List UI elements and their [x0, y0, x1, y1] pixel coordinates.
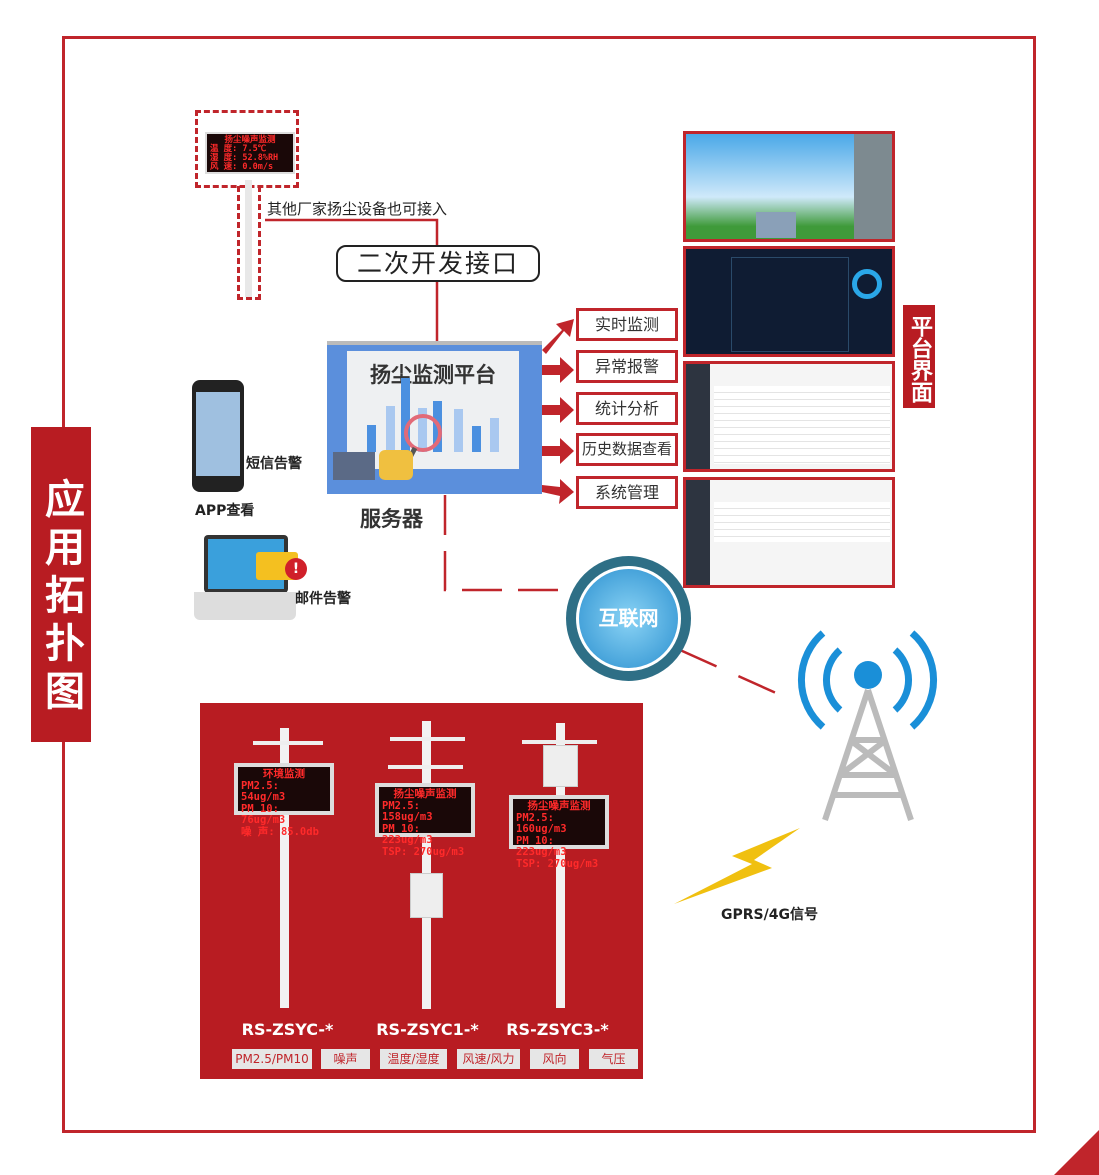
data-table-screenshot	[683, 361, 895, 472]
led-title: 环境监测	[263, 768, 305, 780]
led-display: 扬尘噪声监测 PM2.5: 160ug/m3 PM 10: 223ug/m3 T…	[509, 795, 609, 869]
map-panel	[731, 257, 849, 352]
alert-icon: !	[285, 558, 307, 580]
led-line: 噪 声: 85.0db	[241, 825, 319, 838]
internet-label: 互联网	[576, 566, 681, 671]
pole	[280, 728, 289, 1008]
feature-tag: 温度/湿度	[380, 1049, 447, 1069]
product-model: RS-ZSYC1-*	[376, 1020, 479, 1039]
signal-tower-icon	[798, 630, 937, 821]
signal-label: GPRS/4G信号	[721, 907, 818, 923]
menu-system-management[interactable]: 系统管理	[576, 476, 678, 509]
crossarm	[253, 741, 323, 745]
crossarm	[522, 740, 597, 744]
diagram-title: 应用拓扑图	[31, 427, 91, 742]
internet-globe: 互联网	[566, 556, 691, 681]
laptop-keyboard	[194, 592, 296, 620]
email-alert-label: 邮件告警	[295, 591, 351, 607]
other-devices-note: 其他厂家扬尘设备也可接入	[267, 200, 448, 218]
led-line: TSP: 270ug/m3	[382, 845, 465, 858]
city-skyline	[756, 212, 796, 238]
phone-icon	[192, 380, 244, 492]
led-line: PM 10: 223ug/m3	[382, 822, 433, 846]
sidebar	[686, 480, 710, 585]
led-title: 扬尘噪声监测	[224, 135, 276, 145]
menu-alarm[interactable]: 异常报警	[576, 350, 678, 383]
sleeve	[333, 452, 375, 480]
led-line: PM2.5: 54ug/m3	[241, 779, 286, 803]
device-pole	[245, 180, 252, 297]
led-line: PM 10: 223ug/m3	[516, 834, 567, 858]
app-view-label: APP查看	[195, 503, 255, 519]
led-line: PM 10: 76ug/m3	[241, 802, 286, 826]
led-line: 风 速: 0.0m/s	[210, 162, 274, 172]
small-led-display: 扬尘噪声监测 温 度: 7.5℃ 湿 度: 52.8%RH 风 速: 0.0m/…	[205, 132, 295, 174]
server-label: 服务器	[360, 507, 423, 531]
sensor-box	[543, 745, 578, 787]
menu-statistics[interactable]: 统计分析	[576, 392, 678, 425]
control-box	[410, 873, 443, 918]
crossarm	[388, 765, 463, 769]
donut-gauge	[852, 269, 882, 299]
platform-interface-label: 平台界面	[903, 305, 935, 408]
table	[714, 386, 890, 464]
feature-tag: 风向	[530, 1049, 579, 1069]
server-screen-title: 扬尘监测平台	[370, 363, 496, 387]
led-line: PM2.5: 160ug/m3	[516, 811, 567, 835]
sms-alert-label: 短信告警	[246, 456, 302, 472]
menu-realtime-monitoring[interactable]: 实时监测	[576, 308, 678, 341]
led-display: 扬尘噪声监测 PM2.5: 158ug/m3 PM 10: 223ug/m3 T…	[375, 783, 475, 857]
pole	[556, 723, 565, 1008]
feature-tag: 气压	[589, 1049, 638, 1069]
phone-screen	[196, 392, 240, 476]
led-title: 扬尘噪声监测	[527, 800, 591, 812]
product-model: RS-ZSYC-*	[241, 1020, 334, 1039]
crossarm	[390, 737, 465, 741]
led-title: 扬尘噪声监测	[393, 788, 457, 800]
dashboard-screenshot	[683, 246, 895, 357]
led-display: 环境监测 PM2.5: 54ug/m3 PM 10: 76ug/m3 噪 声: …	[234, 763, 334, 837]
led-line: 湿 度: 52.8%RH	[210, 153, 279, 163]
menu-history[interactable]: 历史数据查看	[576, 433, 678, 466]
third-party-device-pole-outline	[237, 186, 261, 300]
corner-decoration	[1054, 1130, 1099, 1175]
feature-tag: 噪声	[321, 1049, 370, 1069]
pole	[422, 721, 431, 1009]
feature-tag: PM2.5/PM10	[232, 1049, 312, 1069]
api-label: 二次开发接口	[336, 245, 540, 282]
login-panel	[854, 134, 892, 239]
hand-icon	[379, 450, 413, 480]
led-line: 温 度: 7.5℃	[210, 144, 267, 154]
server-illustration: 扬尘监测平台	[327, 341, 542, 494]
product-model: RS-ZSYC3-*	[506, 1020, 609, 1039]
led-line: TSP: 270ug/m3	[516, 857, 599, 870]
lightning-icon	[674, 828, 800, 904]
table	[714, 502, 890, 542]
system-management-screenshot	[683, 477, 895, 588]
feature-tag: 风速/风力	[457, 1049, 520, 1069]
server-screen: 扬尘监测平台	[347, 351, 519, 469]
products-panel: 环境监测 PM2.5: 54ug/m3 PM 10: 76ug/m3 噪 声: …	[200, 703, 643, 1079]
led-line: PM2.5: 158ug/m3	[382, 799, 433, 823]
sidebar	[686, 364, 710, 469]
bar-chart-icon	[367, 378, 499, 465]
login-screenshot	[683, 131, 895, 242]
